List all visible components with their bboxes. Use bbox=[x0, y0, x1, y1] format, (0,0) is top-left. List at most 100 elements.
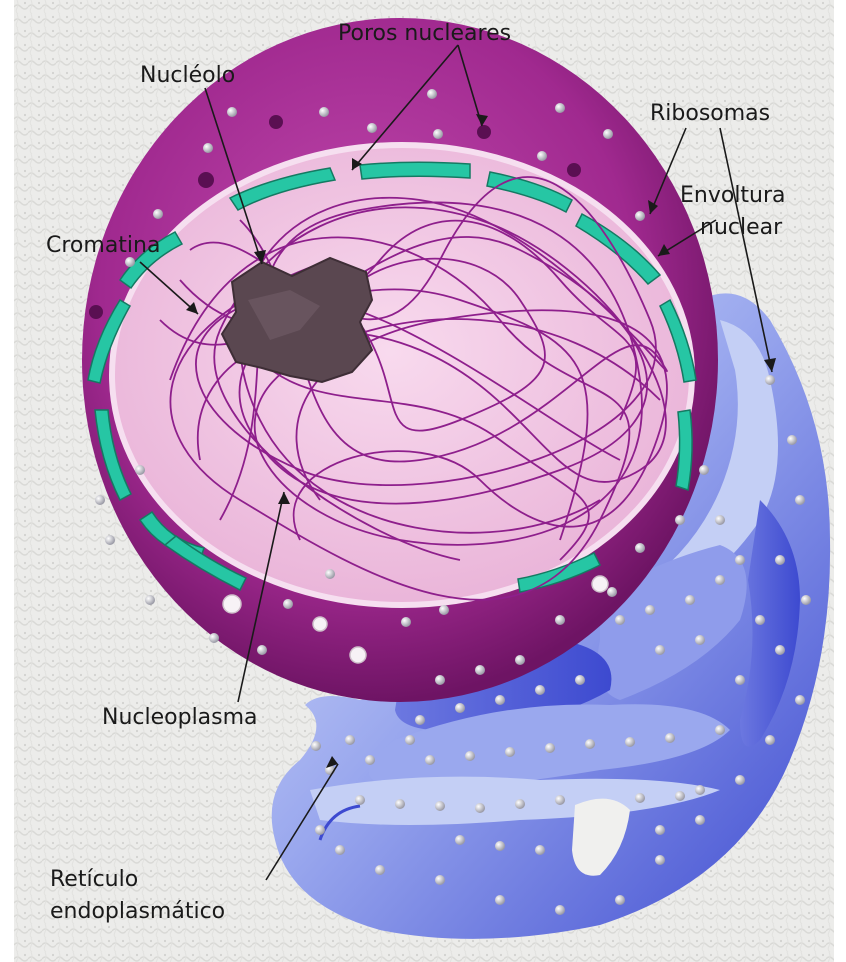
ribosome-dot bbox=[537, 151, 547, 161]
ribosome-dot bbox=[603, 129, 613, 139]
ribosome-dot bbox=[125, 257, 135, 267]
ribosome-dot bbox=[755, 615, 765, 625]
ribosome-dot bbox=[135, 465, 145, 475]
ribosome-dot bbox=[675, 515, 685, 525]
ribosome-dot bbox=[715, 575, 725, 585]
ribosome-dot bbox=[95, 495, 105, 505]
ribosome-dot bbox=[715, 515, 725, 525]
ribosome-dot bbox=[283, 599, 293, 609]
ribosome-dot bbox=[325, 569, 335, 579]
ribosome-dot bbox=[105, 535, 115, 545]
ribosome-dot bbox=[425, 755, 435, 765]
ribosome-dot bbox=[515, 799, 525, 809]
ribosome-dot bbox=[319, 107, 329, 117]
ribosome-dot bbox=[555, 615, 565, 625]
ribosome-dot bbox=[435, 675, 445, 685]
ribosome-dot bbox=[765, 375, 775, 385]
ribosome-dot bbox=[555, 905, 565, 915]
ribosome-dot bbox=[765, 735, 775, 745]
ribosome-dot bbox=[695, 815, 705, 825]
ribosome-dot bbox=[455, 703, 465, 713]
ribosome-dot bbox=[345, 735, 355, 745]
ribosome-dot bbox=[475, 665, 485, 675]
ribosome-dot bbox=[615, 615, 625, 625]
ribosome-dot bbox=[375, 865, 385, 875]
ribosome-dot bbox=[395, 799, 405, 809]
ribosome-dot bbox=[535, 845, 545, 855]
ribosome-dot bbox=[685, 595, 695, 605]
label-ribosomas: Ribosomas bbox=[650, 101, 770, 126]
ribosome-dot bbox=[545, 743, 555, 753]
ribosome-dot bbox=[801, 595, 811, 605]
ribosome-dot bbox=[209, 633, 219, 643]
nucleoplasm bbox=[112, 145, 692, 605]
ribosome-dot bbox=[311, 741, 321, 751]
ribosome-dot bbox=[427, 89, 437, 99]
ribosome-dot bbox=[655, 645, 665, 655]
ribosome-dot bbox=[203, 143, 213, 153]
label-envoltura-line1: Envoltura bbox=[680, 183, 786, 208]
ribosome-dot bbox=[555, 795, 565, 805]
ribosome-dot bbox=[405, 735, 415, 745]
ribosome-dot bbox=[257, 645, 267, 655]
ribosome-dot bbox=[439, 605, 449, 615]
label-poros-nucleares: Poros nucleares bbox=[338, 21, 511, 46]
ribosome-dot bbox=[433, 129, 443, 139]
ribosome-dot bbox=[227, 107, 237, 117]
ribosome-dot bbox=[505, 747, 515, 757]
ribosome-dot bbox=[435, 875, 445, 885]
ribosome-dot bbox=[435, 801, 445, 811]
label-nucleolo: Nucléolo bbox=[140, 63, 235, 88]
ribosome-dot bbox=[735, 555, 745, 565]
ribosome-dot bbox=[695, 635, 705, 645]
ribosome-dot bbox=[515, 655, 525, 665]
ribosome-dot bbox=[495, 841, 505, 851]
ribosome-dot bbox=[607, 587, 617, 597]
ribosome-dot bbox=[655, 855, 665, 865]
ribosome-dot bbox=[735, 675, 745, 685]
ribosome-dot bbox=[465, 751, 475, 761]
ribosome-dot bbox=[367, 123, 377, 133]
label-cromatina: Cromatina bbox=[46, 233, 160, 258]
ribosome-dot bbox=[335, 845, 345, 855]
label-envoltura-line2: nuclear bbox=[700, 215, 783, 240]
ribosome-dot bbox=[635, 793, 645, 803]
ribosome-dot bbox=[315, 825, 325, 835]
ribosome-dot bbox=[495, 695, 505, 705]
ribosome-dot bbox=[585, 739, 595, 749]
ribosome-dot bbox=[455, 835, 465, 845]
nucleus bbox=[82, 18, 718, 702]
ribosome-dot bbox=[475, 803, 485, 813]
ribosome-dot bbox=[355, 795, 365, 805]
ribosome-dot bbox=[699, 465, 709, 475]
ribosome-dot bbox=[675, 791, 685, 801]
ribosome-dot bbox=[555, 103, 565, 113]
ribosome-dot bbox=[615, 895, 625, 905]
label-reticulo-line1: Retículo bbox=[50, 867, 138, 892]
ribosome-dot bbox=[575, 675, 585, 685]
ribosome-dot bbox=[775, 645, 785, 655]
ribosome-dot bbox=[795, 495, 805, 505]
ribosome-dot bbox=[495, 895, 505, 905]
ribosome-dot bbox=[401, 617, 411, 627]
ribosome-dot bbox=[645, 605, 655, 615]
ribosome-dot bbox=[535, 685, 545, 695]
ribosome-dot bbox=[665, 733, 675, 743]
ribosome-dot bbox=[153, 209, 163, 219]
ribosome-dot bbox=[625, 737, 635, 747]
label-nucleoplasma: Nucleoplasma bbox=[102, 705, 258, 730]
ribosome-dot bbox=[795, 695, 805, 705]
ribosome-dot bbox=[655, 825, 665, 835]
ribosome-dot bbox=[415, 715, 425, 725]
ribosome-dot bbox=[635, 543, 645, 553]
ribosome-dot bbox=[787, 435, 797, 445]
ribosome-dot bbox=[715, 725, 725, 735]
ribosome-dot bbox=[635, 211, 645, 221]
ribosome-dot bbox=[775, 555, 785, 565]
ribosome-dot bbox=[145, 595, 155, 605]
ribosome-dot bbox=[735, 775, 745, 785]
label-reticulo-line2: endoplasmático bbox=[50, 899, 225, 924]
ribosome-dot bbox=[695, 785, 705, 795]
